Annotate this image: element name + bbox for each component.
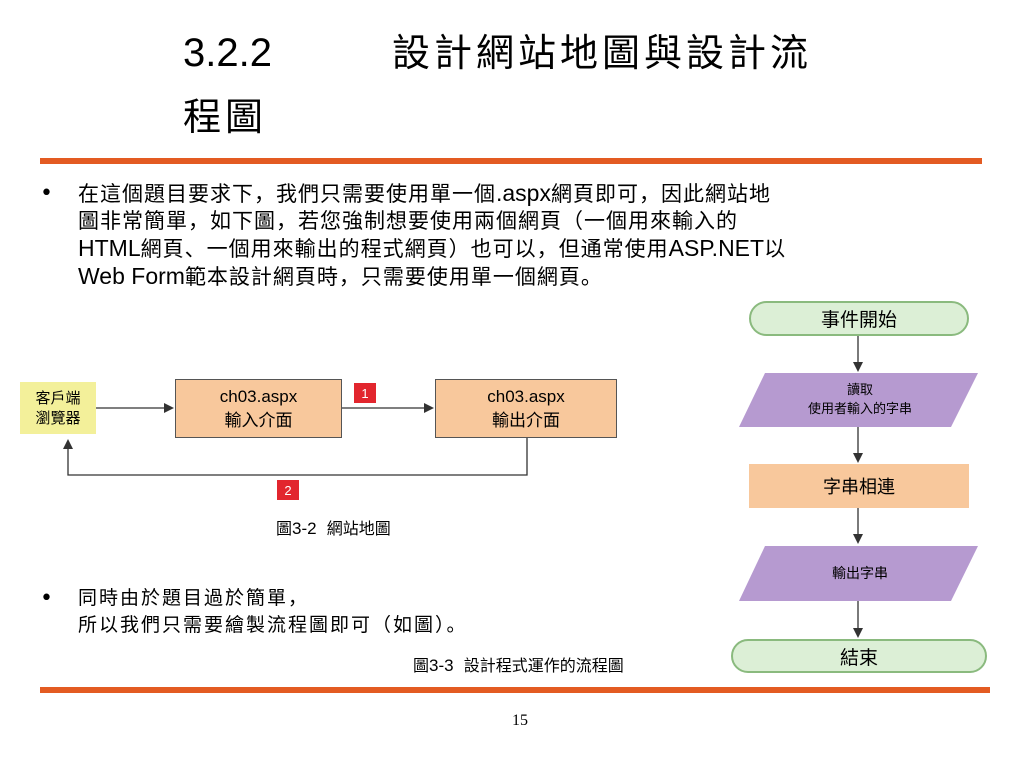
step-badge-2: 2 (277, 480, 299, 500)
bullet-dot-icon-2: • (40, 586, 53, 611)
bullet-paragraph-2: 同時由於題目過於簡單， 所以我們只需要繪製流程圖即可（如圖）。 (78, 585, 638, 639)
section-number: 3.2.2 (183, 31, 272, 75)
bullet-paragraph-1: 在這個題目要求下，我們只需要使用單一個.aspx網頁即可，因此網站地 圖非常簡單… (78, 180, 988, 291)
slide-title-continued: 程圖 (183, 95, 268, 139)
flowchart-caption: 圖3-3 設計程式運作的流程圖 (413, 656, 624, 675)
flow-read-input-label: 讀取 使用者輸入的字串 (807, 383, 912, 417)
sitemap-caption: 圖3-2 網站地圖 (276, 519, 391, 538)
bullet2-line2: 所以我們只需要繪製流程圖即可（如圖）。 (78, 614, 468, 636)
bullet1-line2: 圖非常簡單，如下圖，若您強制想要使用兩個網頁（一個用來輸入的 (78, 209, 738, 233)
flow-concat-process: 字串相連 (749, 464, 969, 508)
bullet1-line1: 在這個題目要求下，我們只需要使用單一個.aspx網頁即可，因此網站地 (78, 180, 771, 206)
slide-title: 設計網站地圖與設計流 (392, 31, 813, 75)
page-number: 15 (512, 712, 528, 729)
client-browser-box: 客戶端 瀏覽器 (20, 382, 96, 434)
output-page-box: ch03.aspx 輸出介面 (435, 379, 617, 438)
bullet1-line3: HTML網頁、一個用來輸出的程式網頁）也可以，但通常使用ASP.NET以 (78, 235, 787, 261)
step-badge-1: 1 (354, 383, 376, 403)
flow-start-terminal: 事件開始 (749, 301, 969, 336)
flow-read-input-shape (739, 373, 978, 427)
bullet-dot-icon: • (40, 181, 53, 206)
flow-end-terminal: 結束 (731, 639, 987, 673)
arrow-output-to-client (63, 438, 528, 476)
top-divider (40, 158, 982, 164)
bottom-divider (40, 687, 990, 693)
input-page-box: ch03.aspx 輸入介面 (175, 379, 342, 438)
flow-output-shape (739, 546, 978, 601)
bullet2-line1: 同時由於題目過於簡單， (78, 587, 310, 609)
flow-output-label: 輸出字串 (832, 566, 888, 582)
bullet1-line4: Web Form範本設計網頁時，只需要使用單一個網頁。 (78, 263, 603, 289)
